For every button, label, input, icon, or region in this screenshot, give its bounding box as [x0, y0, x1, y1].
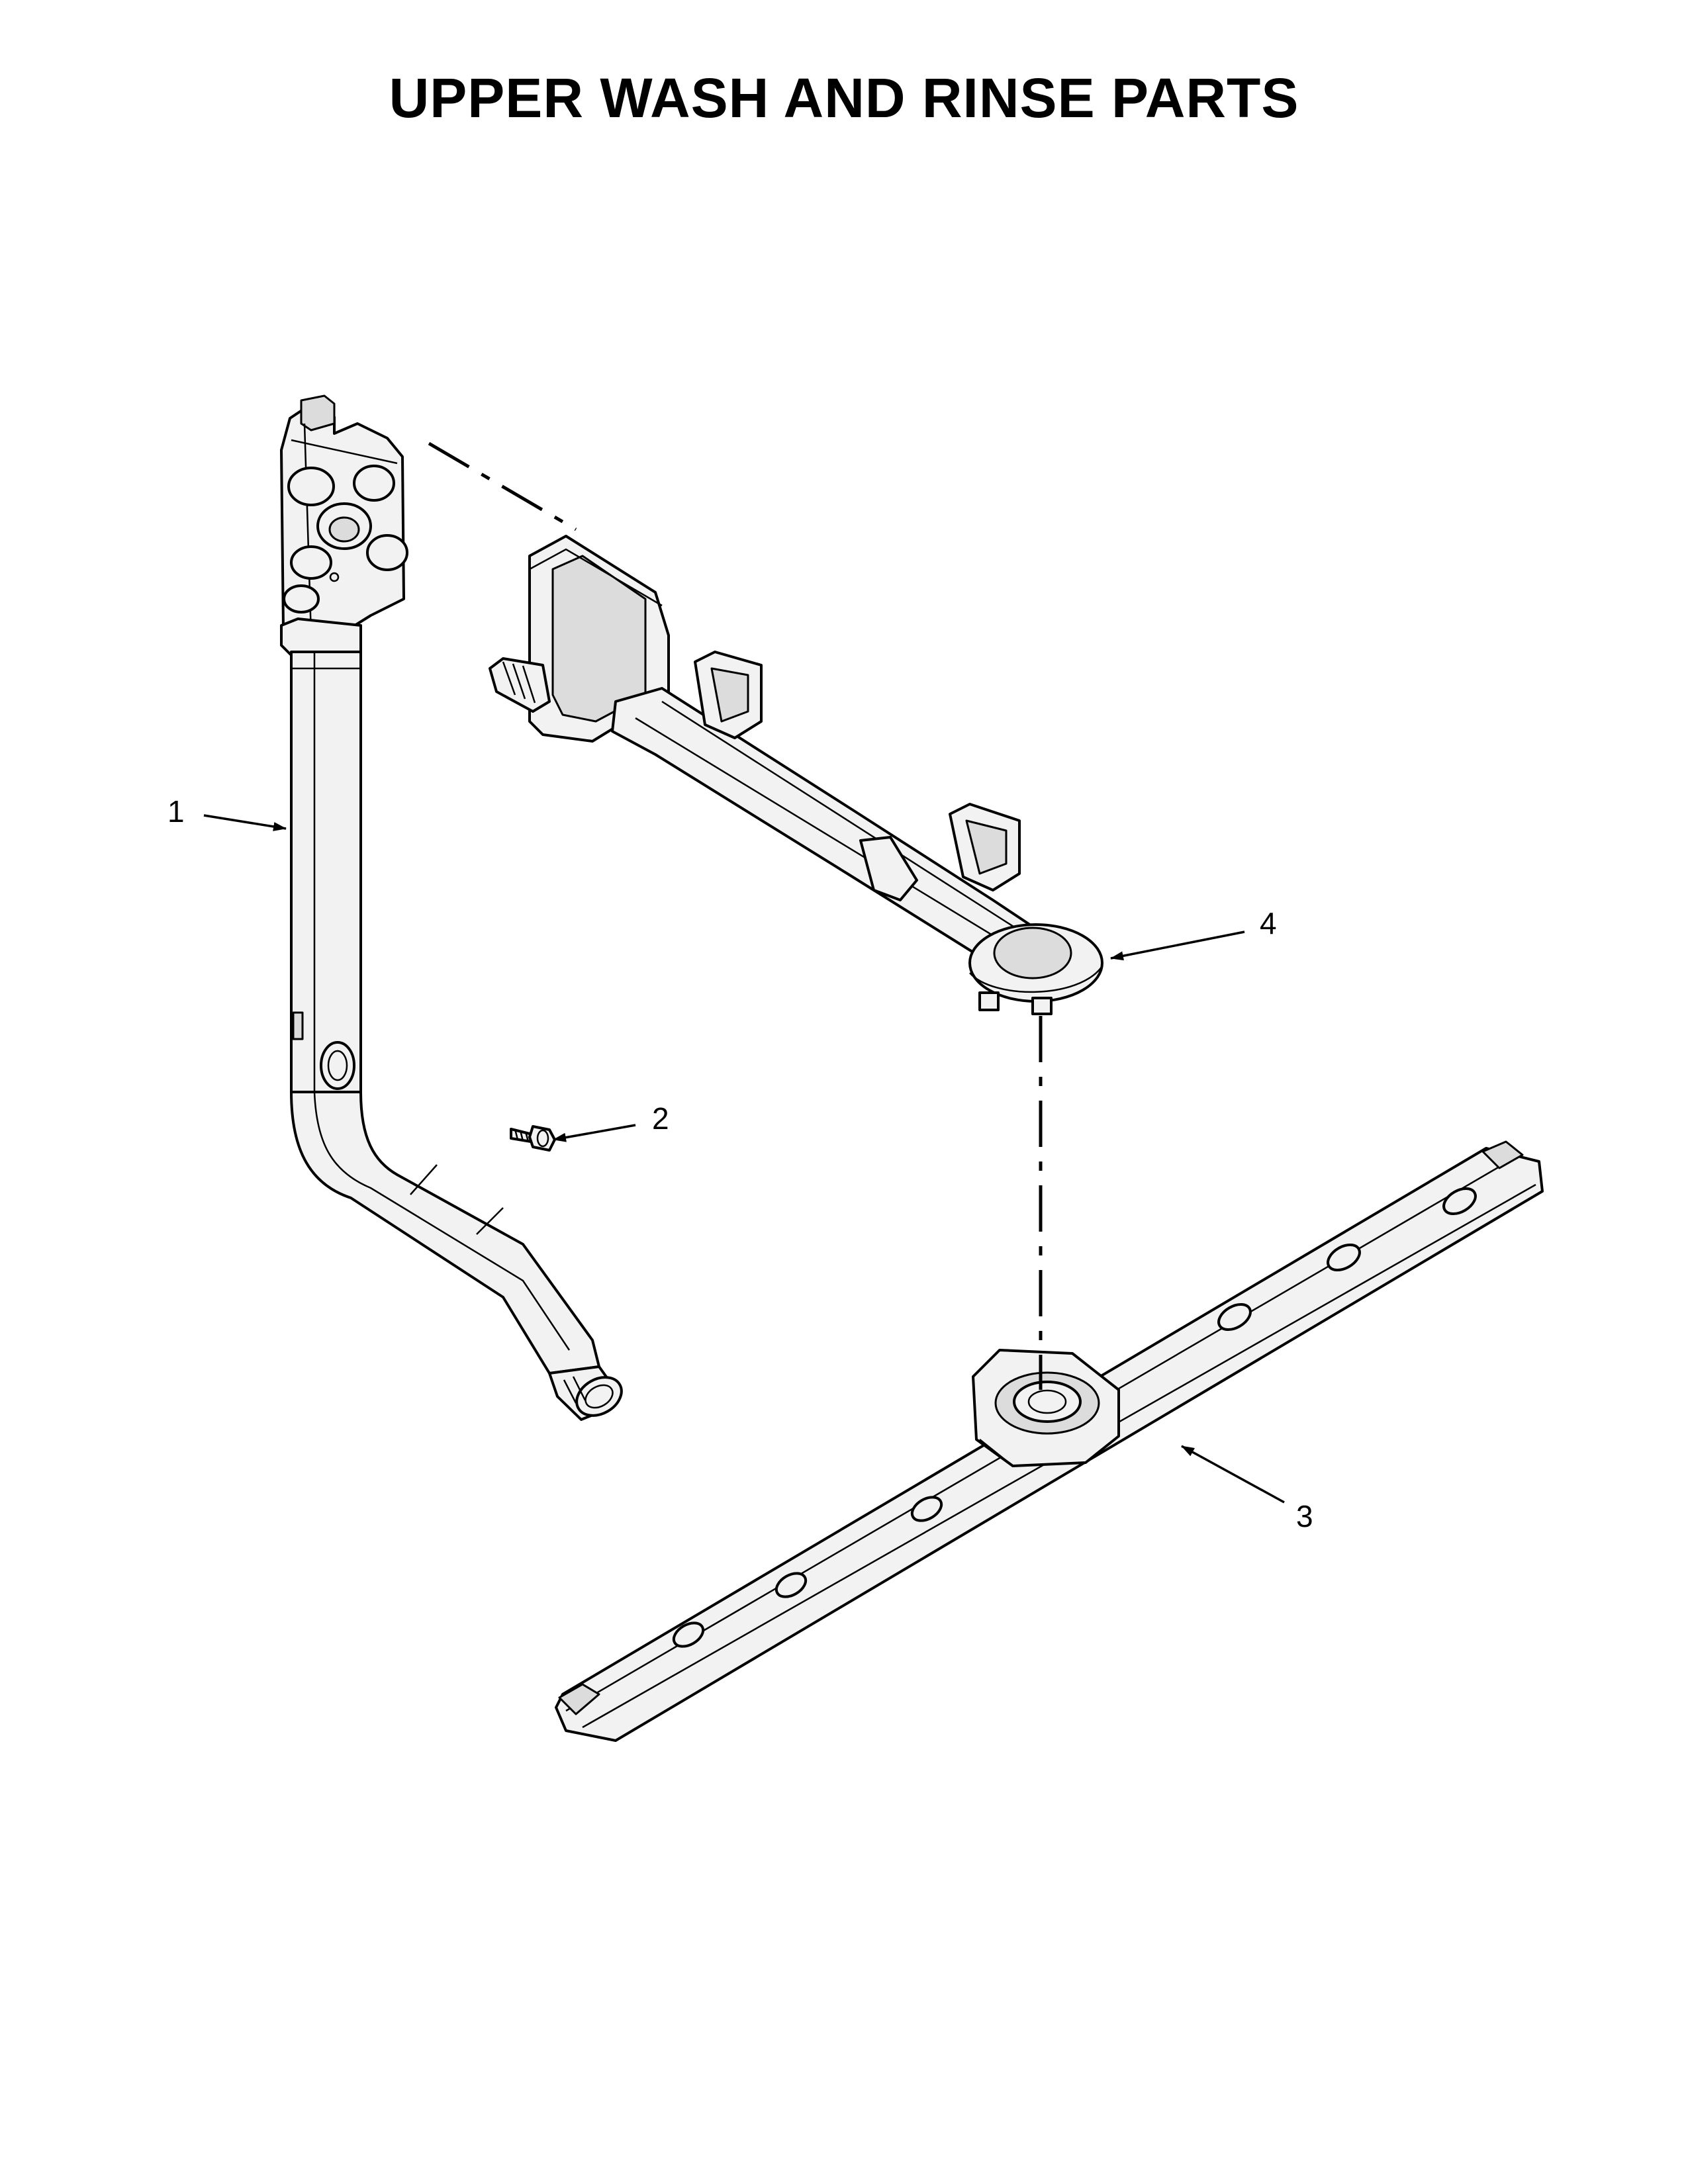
callout-2: 2 — [652, 1101, 669, 1136]
part-2-screw[interactable] — [510, 1125, 556, 1152]
page-title: UPPER WASH AND RINSE PARTS — [389, 67, 1299, 129]
callout-4: 4 — [1260, 906, 1277, 940]
callout-3: 3 — [1296, 1499, 1313, 1533]
part-1-supply-tube[interactable] — [280, 394, 628, 1424]
callout-leaders — [203, 814, 1285, 1504]
assembly-lines — [428, 441, 1043, 1390]
callout-1: 1 — [167, 794, 185, 829]
part-4-upper-manifold[interactable] — [489, 535, 1103, 1015]
part-3-spray-arm[interactable] — [555, 1140, 1544, 1742]
